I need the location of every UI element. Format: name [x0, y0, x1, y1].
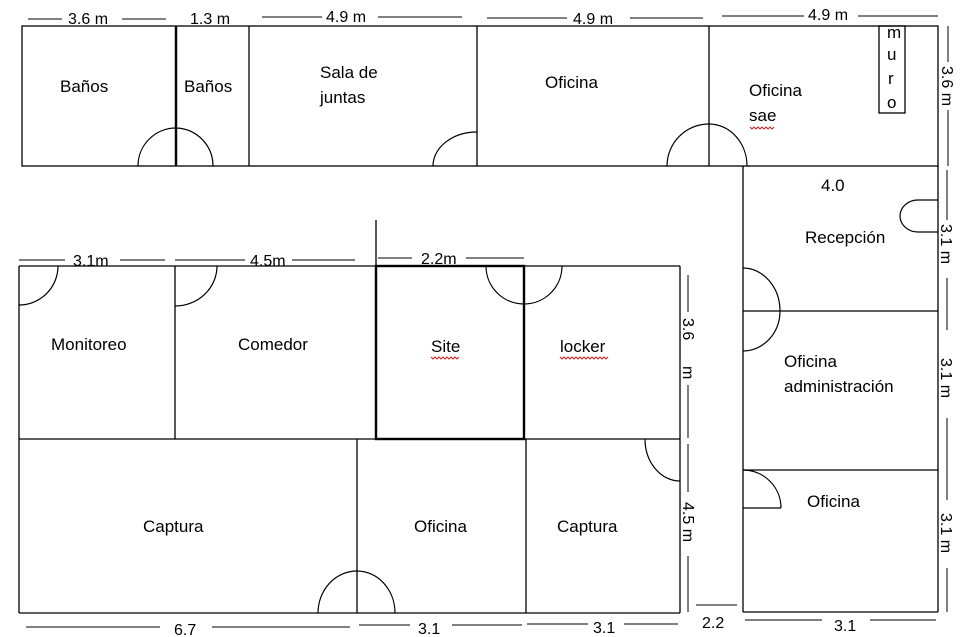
dim-label-middle: 3.1m: [73, 253, 109, 270]
right-dimensions: [946, 26, 949, 612]
muro-box: [878, 25, 906, 114]
dim-label-top: 4.9 m: [573, 11, 613, 28]
dim-label-top: 1.3 m: [190, 11, 230, 28]
door-arc: [137, 127, 177, 167]
dim-label-top: 3.6 m: [68, 11, 108, 28]
right-wing: [742, 166, 939, 613]
door-arc: [18, 265, 59, 306]
room-label-oficina: Oficina: [414, 517, 467, 536]
room-label-site: Site: [431, 337, 460, 356]
room-label-oficina: Oficina: [807, 492, 860, 511]
room-label-banos: Baños: [60, 77, 108, 96]
dim-label-captura: 4.5 m: [679, 502, 696, 542]
door-arc: [742, 310, 781, 352]
muro-letter: u: [887, 45, 896, 64]
spellcheck-underline: [749, 126, 775, 130]
dim-label-bottom: 3.1: [418, 621, 440, 637]
lower-building: [18, 220, 681, 614]
dim-label-locker: m: [679, 366, 696, 379]
dim-label-right: 3.1 m: [937, 513, 954, 553]
site-room-outline: [374, 264, 526, 441]
room-label-comedor: Comedor: [238, 335, 308, 354]
middle-dimensions: [19, 257, 524, 261]
room-label-oficina-sae: sae: [749, 106, 776, 125]
dim-label-bottom: 3.1: [834, 618, 856, 635]
door-arc: [644, 438, 681, 482]
room-label-oficina: Oficina: [545, 73, 598, 92]
door-arc: [899, 199, 938, 233]
door-arc: [175, 127, 214, 167]
bottom-dimensions: [26, 604, 936, 628]
dim-label-right: 3.1 m: [937, 358, 954, 398]
dim-label-top: 4.9 m: [808, 7, 848, 24]
muro-letter: o: [887, 93, 896, 112]
dim-label-bottom: 6.7: [174, 622, 196, 637]
door-arc: [485, 265, 525, 305]
dim-label-middle: 2.2m: [421, 251, 457, 268]
dim-label-top: 4.9 m: [326, 9, 366, 26]
room-label-oficina-sae: Oficina: [749, 81, 802, 100]
dim-label-bottom: 2.2: [702, 615, 724, 632]
top-building: [21, 25, 939, 167]
door-arc: [174, 265, 218, 307]
door-arc: [742, 469, 782, 509]
dim-label-right: 3.1 m: [937, 224, 954, 264]
room-label-recepcion: Recepción: [805, 228, 885, 247]
room-label-sala-de-juntas: Sala de: [320, 63, 378, 82]
spellcheck-underline: [430, 356, 460, 360]
room-label-captura: Captura: [143, 517, 204, 536]
door-arc: [666, 123, 710, 167]
room-label-sala-de-juntas: juntas: [319, 88, 365, 107]
muro-letter: r: [888, 69, 894, 88]
dimension-labels: 3.6 m 1.3 m 4.9 m 4.9 m 4.9 m 3.6 m 3.1 …: [68, 7, 955, 637]
doors-lower: [18, 265, 681, 614]
dim-label-right: 3.6 m: [938, 66, 955, 106]
door-arc: [317, 570, 358, 614]
room-labels: Baños Baños Sala de juntas Oficina Ofici…: [51, 23, 901, 536]
door-arc: [708, 123, 748, 167]
room-label-oficina-administracion: Oficina: [784, 352, 837, 371]
top-building-outline: [21, 25, 939, 167]
room-label-captura: Captura: [557, 517, 618, 536]
room-label-monitoreo: Monitoreo: [51, 335, 127, 354]
door-arc: [356, 570, 396, 614]
dim-label-middle: 4.5m: [250, 253, 286, 270]
room-label-banos: Baños: [184, 77, 232, 96]
doors-top: [137, 123, 748, 167]
spellcheck-underline: [559, 356, 609, 360]
door-arc: [432, 131, 478, 167]
dim-label-locker: 3.6: [679, 318, 696, 340]
recepcion-value: 4.0: [821, 176, 845, 195]
door-arc: [742, 267, 781, 312]
top-dimensions: [28, 15, 938, 20]
room-label-locker: locker: [560, 337, 606, 356]
room-label-oficina-administracion: administración: [784, 377, 894, 396]
door-arc: [523, 265, 563, 305]
dim-label-bottom: 3.1: [593, 620, 615, 637]
muro-letter: m: [887, 23, 901, 42]
